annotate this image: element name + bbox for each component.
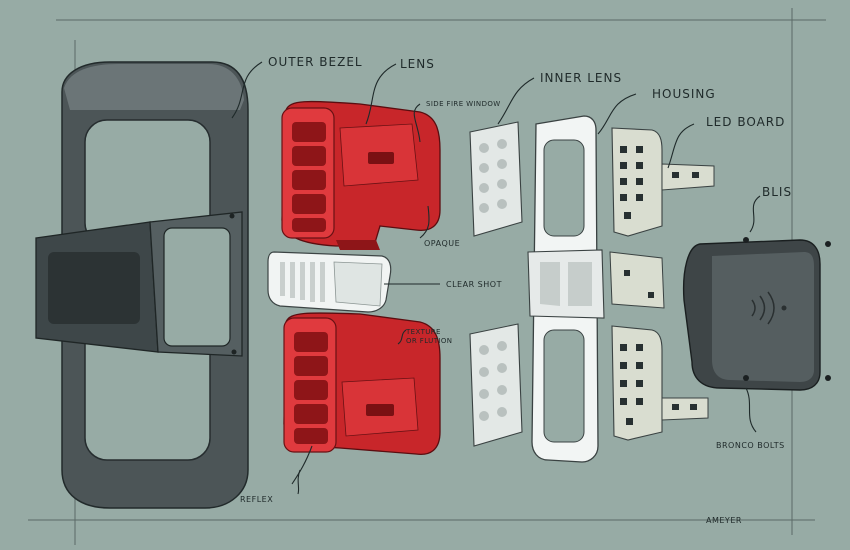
lens-lower-part (283, 312, 441, 456)
led-board-middle-part (609, 251, 665, 309)
label-opaque: OPAQUE (424, 239, 460, 248)
led-board-upper-part (611, 127, 715, 237)
label-texture: TEXTURE (405, 328, 441, 336)
leader-lines (231, 61, 761, 495)
label-reflex: REFLEX (240, 495, 273, 504)
label-side-fire-window: SIDE FIRE WINDOW (426, 100, 501, 108)
label-housing: HOUSING (652, 87, 716, 101)
inner-lens-lower-part (469, 323, 523, 447)
clear-shot-part (267, 251, 392, 313)
label-inner-lens: INNER LENS (540, 71, 622, 85)
blis-module-part (682, 237, 831, 391)
label-lens: LENS (400, 57, 435, 71)
label-or-flution: OR FLUTION (406, 337, 452, 345)
label-clear-shot: CLEAR SHOT (446, 280, 502, 289)
inner-lens-upper-part (469, 121, 523, 237)
housing-part (527, 115, 605, 463)
lens-upper-part (281, 100, 441, 250)
label-bronco-bolts: BRONCO BOLTS (716, 441, 785, 450)
label-blis: BLIS (762, 185, 792, 199)
label-led-board: LED BOARD (706, 115, 785, 129)
signature-text: AMEYER (706, 516, 742, 525)
led-board-lower-part (611, 325, 709, 441)
label-outer-bezel: OUTER BEZEL (268, 55, 363, 69)
outer-bezel-part (35, 61, 249, 509)
